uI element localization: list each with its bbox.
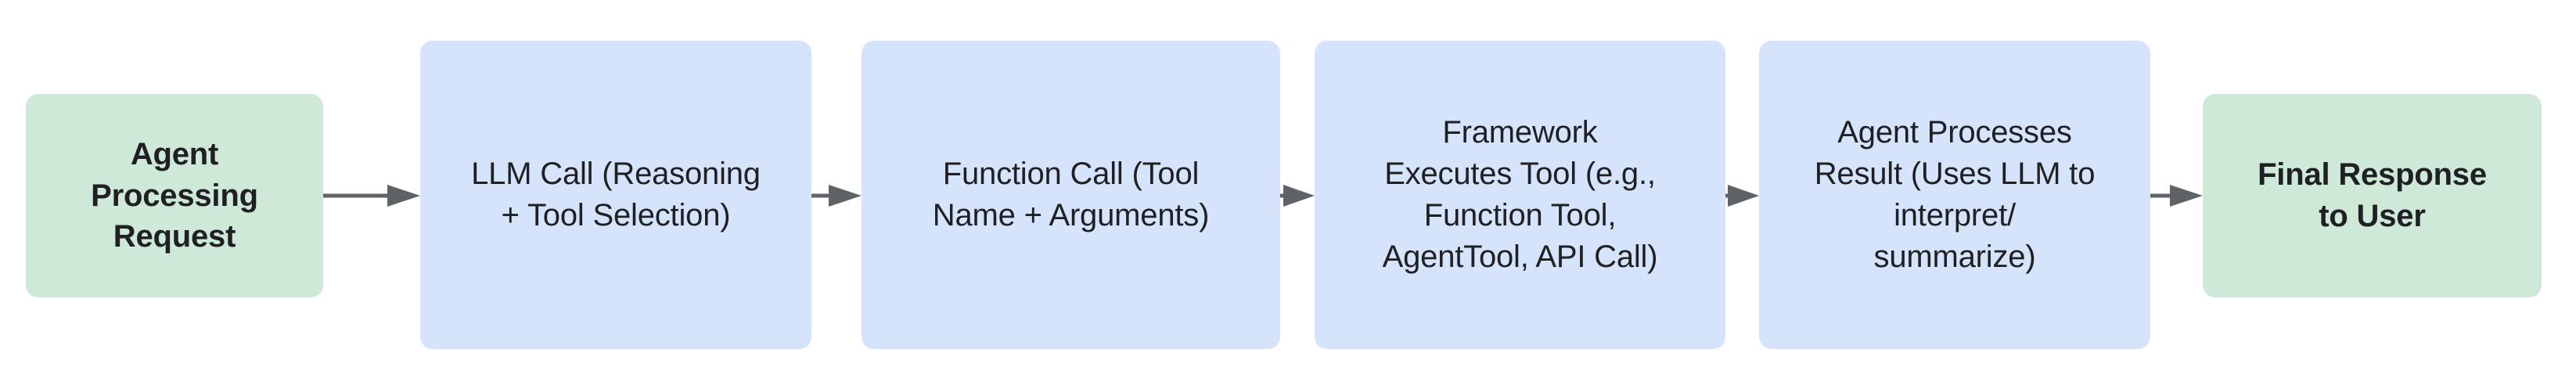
flow-node-label: Framework Executes Tool (e.g., Function … (1382, 115, 1658, 274)
flow-node-agent-processing-request[interactable]: Agent Processing Request (26, 94, 323, 297)
flow-node-label: LLM Call (Reasoning + Tool Selection) (471, 157, 761, 232)
flow-node-agent-processes-result[interactable]: Agent Processes Result (Uses LLM to inte… (1759, 41, 2150, 349)
flow-node-final-response-to-user[interactable]: Final Response to User (2203, 94, 2542, 297)
flow-node-function-call[interactable]: Function Call (Tool Name + Arguments) (862, 41, 1280, 349)
flow-node-label: Agent Processing Request (91, 136, 258, 254)
flow-arrow-llm-call-to-function-call (811, 185, 862, 207)
flow-node-framework-executes-tool[interactable]: Framework Executes Tool (e.g., Function … (1315, 41, 1725, 349)
flow-arrow-framework-executes-tool-to-agent-processes-result (1725, 185, 1759, 207)
flow-node-label: Function Call (Tool Name + Arguments) (932, 157, 1210, 232)
flow-node-llm-call[interactable]: LLM Call (Reasoning + Tool Selection) (420, 41, 811, 349)
flow-node-label: Final Response to User (2258, 157, 2487, 233)
flow-node-label: Agent Processes Result (Uses LLM to inte… (1814, 115, 2096, 274)
flow-arrow-function-call-to-framework-executes-tool (1280, 185, 1315, 207)
flow-arrow-agent-processes-result-to-final-response-to-user (2150, 185, 2203, 207)
flow-arrow-agent-processing-request-to-llm-call (323, 185, 420, 207)
